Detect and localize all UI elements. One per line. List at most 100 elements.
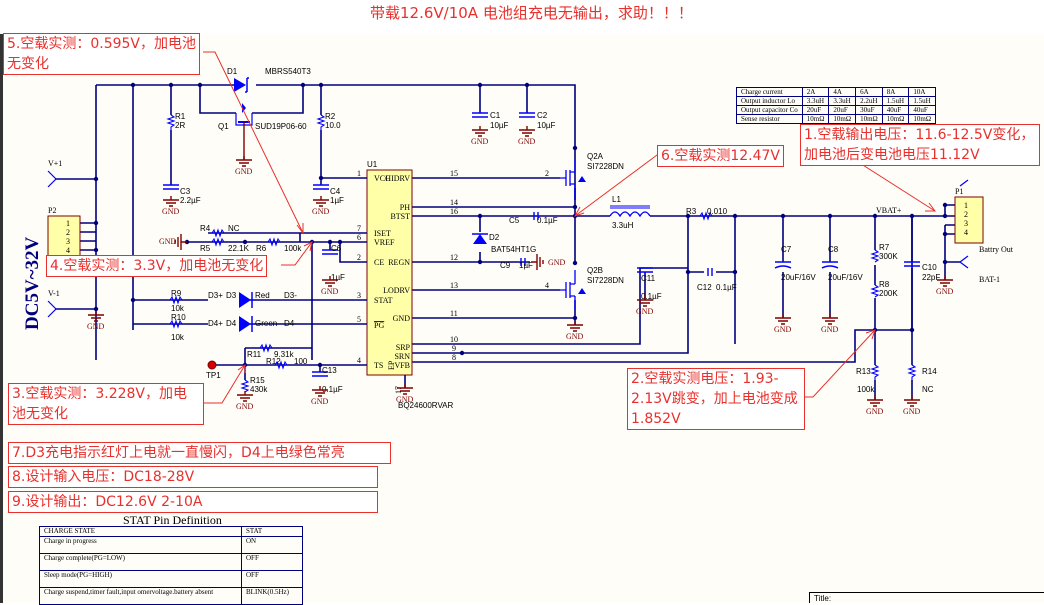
svg-text:C10: C10: [922, 263, 937, 272]
svg-text:R12: R12: [266, 357, 281, 366]
q2a-mosfet[interactable]: Q2A SI7228DN 2: [545, 152, 624, 200]
svg-text:2.2µF: 2.2µF: [180, 196, 201, 205]
svg-text:0.1µF: 0.1µF: [641, 292, 662, 301]
svg-text:100k: 100k: [284, 244, 302, 253]
svg-text:0.1µF: 0.1µF: [716, 283, 737, 292]
spec-cell: Output capacitor Co: [736, 105, 803, 115]
stat-cell: BLINK(0.5Hz): [241, 587, 303, 605]
spec-cell: 6A: [855, 87, 883, 97]
gnd-label: GND: [471, 137, 489, 146]
svg-text:2: 2: [357, 253, 361, 262]
svg-text:300K: 300K: [879, 252, 898, 261]
junctions: [93, 82, 948, 368]
gnd-label: GND: [518, 137, 536, 146]
spec-cell: 2A: [801, 87, 830, 97]
svg-text:10k: 10k: [171, 333, 185, 342]
svg-text:4: 4: [964, 228, 968, 237]
svg-text:0.010: 0.010: [707, 207, 728, 216]
svg-text:R7: R7: [879, 243, 890, 252]
pin-srn: SRN: [394, 352, 410, 361]
stat-header-cell: CHARGE STATE: [39, 526, 242, 537]
svg-text:Battry Out: Battry Out: [979, 245, 1014, 254]
gnd-label: GND: [903, 407, 921, 416]
gnd-icon: GND: [471, 126, 489, 146]
svg-text:3: 3: [357, 291, 361, 300]
svg-text:0.1µF: 0.1µF: [537, 216, 558, 225]
gnd-label: GND: [774, 325, 792, 334]
spec-cell: 1.5uH: [908, 96, 937, 106]
gnd-label: GND: [87, 322, 105, 331]
q1-ref: Q1: [218, 122, 229, 131]
svg-text:R9: R9: [171, 289, 182, 298]
d1-diode[interactable]: D1 MBRS540T3: [227, 67, 311, 93]
spec-cell: 20uF: [801, 105, 830, 115]
title-label: Title:: [814, 594, 832, 603]
note-2: 2.空载实测电压：1.93-2.13V跳变，加上电池变成1.852V: [627, 368, 805, 430]
svg-text:C7: C7: [781, 245, 792, 254]
spec-cell: Output inductor Lo: [736, 96, 803, 106]
q1-mosfet[interactable]: Q1 SUD19P06-60: [218, 103, 307, 160]
svg-text:200K: 200K: [879, 289, 898, 298]
svg-text:100k: 100k: [857, 385, 875, 394]
svg-text:BAT54HT1G: BAT54HT1G: [491, 245, 536, 254]
stat-cell: OFF: [241, 570, 303, 588]
l1-inductor[interactable]: L1 3.3uH: [609, 195, 651, 230]
note-4: 4.空载实测：3.3V，加电池无变化: [46, 255, 268, 277]
resistor-symbols: [166, 114, 917, 393]
pin-vcc: VCC: [374, 174, 390, 183]
d3-led[interactable]: D3+ D3 Red D3-: [208, 291, 297, 308]
note-8: 8.设计输入电压：DC18-28V: [8, 466, 378, 488]
gnd-label: GND: [235, 167, 253, 176]
spec-cell: 10mΩ: [828, 114, 857, 124]
svg-text:C2: C2: [537, 111, 548, 120]
capacitor-symbols: [163, 112, 920, 377]
svg-text:8: 8: [452, 353, 456, 362]
spec-cell: 40uF: [881, 105, 910, 115]
svg-text:C5: C5: [509, 216, 520, 225]
q2b-mosfet[interactable]: Q2B SI7228DN 4: [545, 266, 624, 310]
spec-cell: 1.5uH: [881, 96, 910, 106]
input-voltage-label: DC5V~32V: [22, 236, 43, 330]
svg-text:1µF: 1µF: [330, 196, 344, 205]
svg-text:Q2B: Q2B: [587, 266, 603, 275]
note-3: 3.空载实测：3.228V，加电池无变化: [8, 383, 204, 425]
gnd-label: GND: [159, 237, 177, 246]
svg-text:100: 100: [294, 357, 308, 366]
svg-text:D4: D4: [226, 319, 237, 328]
svg-text:2: 2: [66, 228, 70, 237]
svg-text:C12: C12: [697, 283, 712, 292]
svg-text:P1: P1: [955, 187, 963, 196]
gnd-icon: GND: [162, 196, 180, 216]
d1-value: MBRS540T3: [265, 67, 311, 76]
note-9: 9.设计输出：DC12.6V 2-10A: [8, 491, 378, 513]
svg-text:1µF: 1µF: [331, 273, 345, 282]
svg-text:4: 4: [66, 246, 70, 255]
spec-cell: 4A: [828, 87, 857, 97]
spec-cell: 8A: [881, 87, 910, 97]
svg-text:10µF: 10µF: [490, 121, 509, 130]
net-vin-pos: V+1: [48, 159, 62, 168]
d2-diode[interactable]: D2 BAT54HT1G: [472, 233, 536, 254]
gnd-icon: GND: [312, 196, 330, 216]
svg-text:1: 1: [357, 169, 361, 178]
d4-led[interactable]: D4+ D4 Green D4-: [208, 316, 297, 332]
gnd-icon: GND: [235, 156, 253, 176]
svg-text:12: 12: [450, 253, 458, 262]
tp1-testpoint[interactable]: TP1: [206, 360, 221, 380]
pin-pg: PG: [374, 321, 384, 330]
svg-text:1: 1: [66, 219, 70, 228]
stat-row: Charge complete(PG=LOW)OFF: [39, 553, 303, 571]
svg-text:7: 7: [357, 224, 361, 233]
pin-srp: SRP: [396, 343, 411, 352]
svg-text:1µF: 1µF: [519, 261, 533, 270]
title-block: Title:: [809, 592, 1044, 603]
svg-text:20uF/16V: 20uF/16V: [781, 273, 816, 282]
svg-text:R13: R13: [856, 367, 871, 376]
